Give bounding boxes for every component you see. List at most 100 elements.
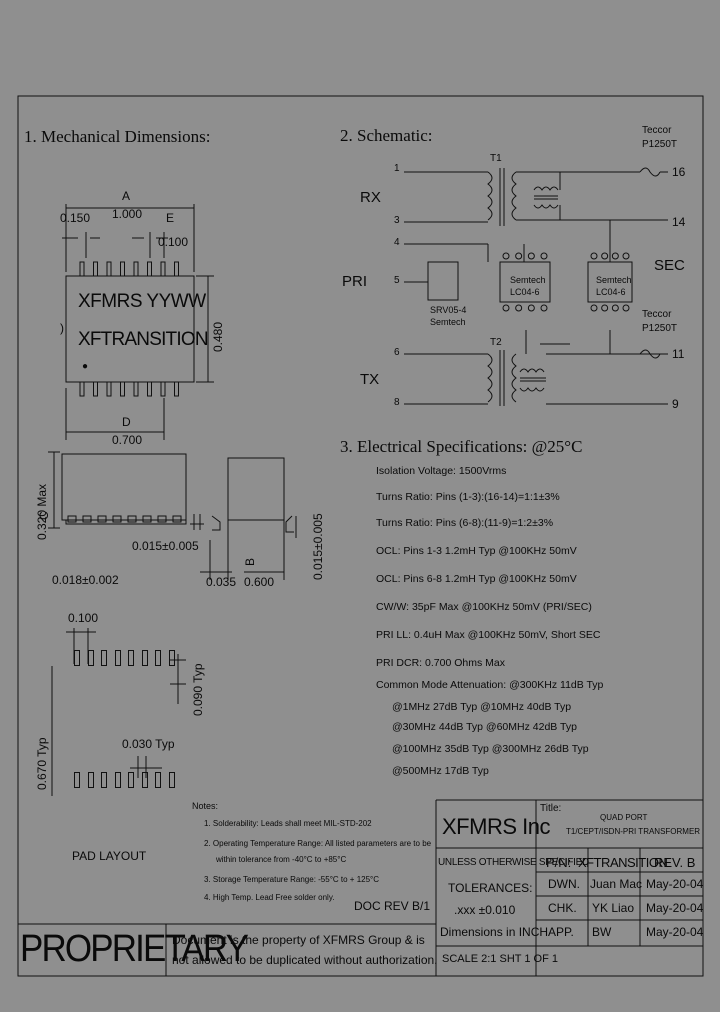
side-lead [67,515,77,523]
pn-value: XFTRANSITION [578,855,668,870]
lead-pin [120,381,125,397]
semtech-3: Semtech [430,317,466,327]
spec-line: @1MHz 27dB Typ @10MHz 40dB Typ [392,701,572,713]
spec-line: CW/W: 35pF Max @100KHz 50mV (PRI/SEC) [376,601,592,613]
solder-pad [114,772,121,788]
solder-pad [114,650,121,666]
spec-line: @30MHz 44dB Typ @60MHz 42dB Typ [392,721,577,733]
solder-pad [155,650,161,666]
label-rx: RX [360,189,381,206]
spec-line: OCL: Pins 6-8 1.2mH Typ @100KHz 50mV [376,573,577,585]
dim-a-letter: A [122,189,131,203]
lead-pin [174,381,179,397]
pin-11: 11 [672,347,685,361]
package-pin [515,304,523,312]
solder-pad [87,650,94,666]
side-view [48,451,204,530]
lc04-1: LC04-6 [510,287,540,297]
solder-pad [74,650,80,666]
side-lead [82,515,92,523]
mechanical-title: 1. Mechanical Dimensions: [24,127,211,146]
p1250t-2: P1250T [642,323,678,334]
package-pin [527,252,535,260]
lead-pin [133,381,139,397]
package-pin [515,252,523,260]
dwn-label: DWN. [548,877,580,891]
lead-pin [79,261,85,277]
dim-0480: 0.480 [211,321,225,352]
lead-pin [106,261,112,277]
package-pin [601,304,609,312]
teccor-1: Teccor [642,125,672,136]
lead-pin [79,381,85,397]
app-name: BW [592,925,612,939]
app-date: May-20-04 [646,925,704,939]
dim-e-letter: E [166,211,175,225]
unless-specified: UNLESS OTHERWISE SPECIFIED [438,857,589,868]
sheet-border [17,95,704,977]
dim-0150: 0.150 [60,211,91,225]
dim-0035: 0.035 [206,575,237,589]
title-label: Title: [540,803,562,814]
spec-line: Turns Ratio: Pins (6-8):(11-9)=1:2±3% [376,517,554,529]
pin-1: 1 [394,163,400,174]
title-block-lines [18,799,703,976]
solder-pad [101,650,107,666]
title-line-2: T1/CEPT/ISDN-PRI TRANSFORMER [566,827,701,836]
top-view-pins-upper [79,261,179,277]
dim-0600: 0.600 [244,575,275,589]
pn-label: P/N: [546,855,572,870]
lead-pin [133,261,139,277]
pin-16: 16 [672,165,686,179]
solder-pad [168,650,175,666]
solder-pad [101,772,107,788]
pin-8: 8 [394,397,400,408]
spec-line: OCL: Pins 1-3 1.2mH Typ @100KHz 50mV [376,545,577,557]
lead-pin [147,381,152,397]
dim-b-letter: B [243,557,257,566]
note-4: 4. High Temp. Lead Free solder only. [204,893,335,902]
package-pin [622,304,630,312]
proprietary-note-1: Document is the property of XFMRS Group … [172,933,425,947]
spec-line: @100MHz 35dB Typ @300MHz 26dB Typ [392,743,589,755]
scale-sheet: SCALE 2:1 SHT 1 OF 1 [442,953,558,965]
solder-pad [74,772,80,788]
pin1-notch: ) [60,321,64,335]
app-label: APP. [548,925,574,939]
note-2b: within tolerance from -40°C to +85°C [216,855,347,864]
package-pin [590,252,598,260]
package-pin [611,304,619,312]
pin-4: 4 [394,237,400,248]
solder-pad [168,772,175,788]
pin-3: 3 [394,215,400,226]
proprietary-note-2: not allowed to be duplicated without aut… [172,953,438,967]
srv05: SRV05-4 [430,305,467,315]
tolerances-label: TOLERANCES: [448,881,533,895]
label-pri: PRI [342,273,368,290]
chk-date: May-20-04 [646,901,704,915]
lead-pin [93,261,98,277]
pad-dim-0100: 0.100 [68,611,99,625]
notes-title: Notes: [192,801,219,811]
electrical-title: 3. Electrical Specifications: @25°C [340,437,583,456]
spec-line: Turns Ratio: Pins (1-3):(16-14)=1:1±3% [376,491,560,503]
lead-pin [160,381,166,397]
label-t1: T1 [490,153,502,164]
package-pin [622,252,630,260]
pin1-dot: ● [82,361,89,372]
side-lead [112,515,122,523]
spec-line: PRI DCR: 0.700 Ohms Max [376,657,505,669]
p1250t-1: P1250T [642,139,678,150]
dim-0018: 0.018±0.002 [52,573,119,587]
side-lead [127,515,137,523]
doc-rev: DOC REV B/1 [354,899,431,913]
note-1: 1. Solderability: Leads shall meet MIL-S… [204,819,372,828]
lead-pin [120,261,125,277]
dim-a-value: 1.000 [112,207,143,221]
pad-layout-label: PAD LAYOUT [72,849,147,863]
spec-line: @500MHz 17dB Typ [392,765,489,777]
solder-pad [87,772,94,788]
spec-line: PRI LL: 0.4uH Max @100KHz 50mV, Short SE… [376,629,601,641]
